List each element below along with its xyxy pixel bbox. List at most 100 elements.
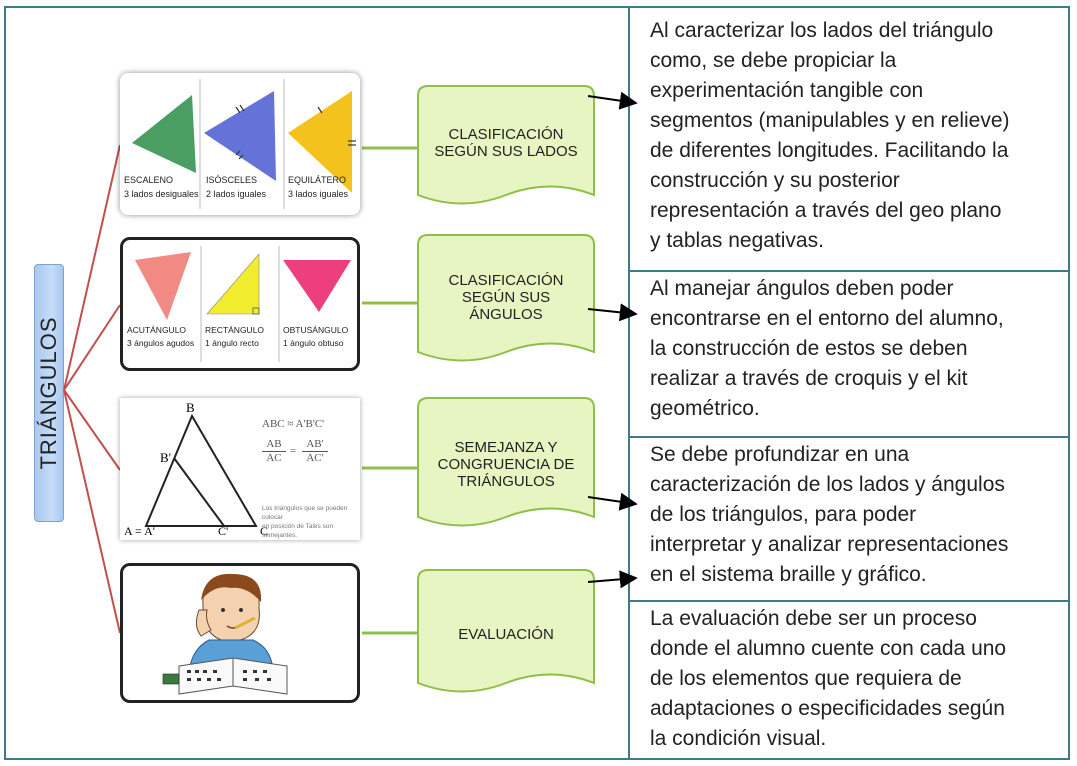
tag-label-3: SEMEJANZA Y CONGRUENCIA DE TRIÁNGULOS (420, 439, 592, 490)
ratio-right-num: AB' (302, 438, 328, 452)
equilateral-label: EQUILÁTERO 3 lados iguales (288, 173, 358, 201)
tag-2-line-2: SEGÚN SUS (461, 289, 551, 306)
acute-name: ACUTÁNGULO (127, 325, 187, 335)
ratio-left: AB AC (262, 438, 286, 465)
description-2-line-5: geométrico. (650, 397, 760, 420)
image-card-similarity: B B' A = A' C' C ABC ≈ A'B'C' AB AC = AB… (120, 398, 360, 540)
description-1-line-4: segmentos (manipulables y en relieve) (650, 109, 1010, 132)
root-label-box: TRIÁNGULOS (34, 264, 64, 522)
equilateral-name: EQUILÁTERO (288, 175, 347, 185)
right-triangle (206, 253, 260, 315)
image-card-angles: ACUTÁNGULO 3 ángulos agudos RECTÁNGULO 1… (120, 237, 360, 371)
description-2: Al manejar ángulos deben poder encontrar… (650, 274, 1065, 424)
ratio-right-den: AC' (306, 452, 324, 464)
equilateral-triangle (288, 91, 352, 193)
description-3: Se debe profundizar en una caracterizaci… (650, 440, 1065, 590)
branch-line-3 (63, 389, 121, 471)
tag-shape-3 (417, 397, 595, 527)
isosceles-label: ISÓSCELES 2 lados iguales (206, 173, 282, 201)
acute-label: ACUTÁNGULO 3 ángulos agudos (127, 324, 201, 350)
tag-1-line-2: SEGÚN SUS LADOS (434, 143, 578, 160)
tag-shape-2 (417, 234, 595, 362)
tag-3-line-3: TRIÁNGULOS (457, 473, 555, 490)
vertex-c-prime: C' (218, 524, 229, 538)
obtuse-triangle (283, 260, 351, 312)
image-card-sides: ESCALENO 3 lados desiguales ISÓSCELES 2 … (120, 73, 360, 215)
description-1-line-1: Al caracterizar los lados del triángulo (650, 19, 994, 42)
tag-label-1: CLASIFICACIÓN SEGÚN SUS LADOS (420, 126, 592, 160)
description-1: Al caracterizar los lados del triángulo … (650, 16, 1065, 256)
obtuse-name: OBTUSÁNGULO (283, 325, 349, 335)
isosceles-caption: 2 lados iguales (206, 189, 267, 199)
angles-illustration (135, 246, 351, 362)
column-divider (628, 6, 630, 760)
ratio-equals: = (290, 445, 297, 457)
arrow-2 (587, 303, 638, 322)
tag-2-line-1: CLASIFICACIÓN (448, 272, 564, 289)
description-1-line-6: construcción y su posterior (650, 169, 900, 192)
description-1-line-7: representación a través del geo plano (650, 199, 1002, 222)
sides-illustration (132, 79, 356, 209)
description-4-line-5: la condición visual. (650, 727, 827, 750)
description-2-line-4: realizar a través de croquis y el kit (650, 367, 968, 390)
tag-shape-1 (417, 85, 595, 205)
vertex-c: C (260, 524, 269, 538)
description-3-line-5: en el sistema braille y gráfico. (650, 563, 927, 586)
inner-side (173, 457, 225, 527)
description-2-line-1: Al manejar ángulos deben poder (650, 277, 954, 300)
scalene-triangle (132, 95, 196, 173)
scalene-name: ESCALENO (124, 175, 174, 185)
description-1-line-8: y tablas negativas. (650, 229, 824, 252)
row-divider-3 (628, 600, 1070, 602)
image-card-evaluation (120, 563, 360, 703)
obtuse-label: OBTUSÁNGULO 1 ángulo obtuso (283, 324, 355, 350)
similarity-illustration (144, 413, 258, 527)
child-studying-illustration (162, 573, 288, 695)
branch-line-2 (63, 304, 121, 391)
tag-shape-4 (417, 569, 595, 693)
scalene-caption: 3 lados desiguales (124, 189, 199, 199)
vertex-a: A = A' (124, 524, 155, 538)
arrow-4 (587, 570, 638, 589)
isosceles-triangle (204, 91, 276, 181)
description-1-line-2: como, se debe propiciar la (650, 49, 897, 72)
arrow-3 (587, 492, 638, 511)
vertex-b: B (186, 400, 195, 415)
description-2-line-3: la construcción de estos se deben (650, 337, 968, 360)
similarity-note: Los triángulos que se pueden colocar en … (262, 504, 358, 540)
row-divider-1 (628, 270, 1070, 272)
description-4-line-2: donde el alumno cuente con cada uno (650, 637, 1007, 660)
description-3-line-4: interpretar y analizar representaciones (650, 533, 1009, 556)
large-triangle (144, 413, 258, 527)
description-4-line-1: La evaluación debe ser un proceso (650, 607, 977, 630)
description-1-line-5: de diferentes longitudes. Facilitando la (650, 139, 1009, 162)
acute-triangle (135, 252, 191, 320)
description-4-line-3: de los elementos que requiera de (650, 667, 962, 690)
similarity-statement: ABC ≈ A'B'C' (262, 418, 325, 430)
right-label: RECTÁNGULO 1 ángulo recto (205, 324, 279, 350)
branch-line-4 (63, 389, 121, 634)
tag-1-line-1: CLASIFICACIÓN (448, 126, 564, 143)
arrow-1 (587, 91, 638, 110)
tag-3-line-2: CONGRUENCIA DE (437, 456, 575, 473)
scalene-label: ESCALENO 3 lados desiguales (124, 173, 200, 201)
outer-border (4, 6, 1070, 760)
description-1-line-3: experimentación tangible con (650, 79, 924, 102)
tag-4-line-1: EVALUACIÓN (458, 626, 554, 643)
description-4-line-4: adaptaciones o especificidades según (650, 697, 1005, 720)
description-2-line-2: encontrarse en el entorno del alumno, (650, 307, 1004, 330)
obtuse-caption: 1 ángulo obtuso (283, 338, 344, 348)
tag-3-line-1: SEMEJANZA Y (454, 439, 558, 456)
tag-2-line-3: ÁNGULOS (469, 306, 543, 323)
isosceles-name: ISÓSCELES (206, 175, 258, 185)
acute-caption: 3 ángulos agudos (127, 338, 195, 348)
branch-line-1 (63, 144, 121, 391)
description-3-line-3: de los triángulos, para poder (650, 503, 917, 526)
description-4: La evaluación debe ser un proceso donde … (650, 604, 1065, 754)
note-line-1: Los triángulos que se pueden colocar (262, 505, 348, 521)
tag-label-4: EVALUACIÓN (420, 626, 592, 643)
right-caption: 1 ángulo recto (205, 338, 259, 348)
tag-label-2: CLASIFICACIÓN SEGÚN SUS ÁNGULOS (420, 272, 592, 323)
